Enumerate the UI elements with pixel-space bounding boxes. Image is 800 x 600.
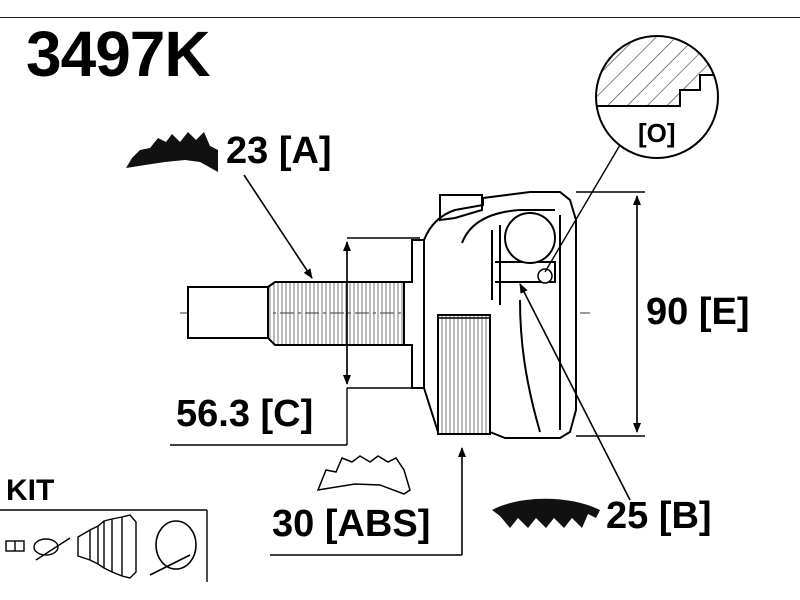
label-diameter-e: 90 [E] xyxy=(646,291,750,333)
label-diameter-c: 56.3 [C] xyxy=(176,393,314,435)
boot-icon xyxy=(77,514,137,579)
label-teeth-b: 25 [B] xyxy=(606,495,712,537)
detail-point xyxy=(537,268,553,284)
clamp-icon xyxy=(149,520,197,576)
label-abs: 30 [ABS] xyxy=(272,503,431,545)
label-kit: KIT xyxy=(6,474,55,507)
label-teeth-a: 23 [A] xyxy=(226,130,332,172)
top-rule xyxy=(0,17,800,18)
shaft-neck xyxy=(403,239,425,389)
splined-shaft xyxy=(267,281,405,346)
leader-a xyxy=(243,174,313,279)
clip-icon xyxy=(33,537,71,561)
label-detail-o: [O] xyxy=(638,118,676,148)
dim-c xyxy=(170,237,420,446)
shaft-tip xyxy=(187,286,269,339)
abs-ring-profile-icon xyxy=(316,455,411,495)
spline-profile-icon xyxy=(126,132,218,172)
leader-o xyxy=(544,144,621,273)
dim-e xyxy=(576,191,645,437)
nut-icon xyxy=(5,540,25,552)
ball xyxy=(504,212,556,264)
inner-spline-icon xyxy=(492,498,600,528)
kit-box xyxy=(0,509,208,582)
detail-o-circle xyxy=(595,35,719,159)
part-number: 3497K xyxy=(26,18,211,90)
abs-ring xyxy=(437,311,491,435)
leader-b xyxy=(519,283,631,501)
